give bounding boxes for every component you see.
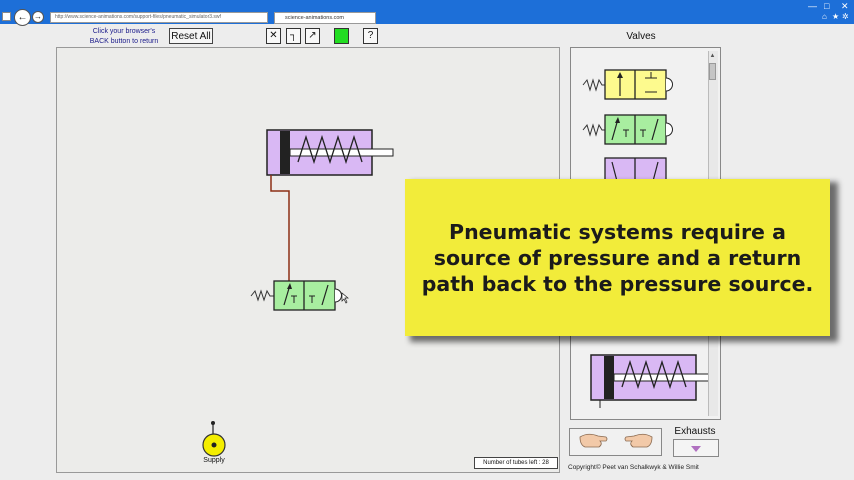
supply-label: Supply bbox=[203, 457, 225, 464]
tutorial-message: Pneumatic systems require a source of pr… bbox=[421, 219, 814, 296]
close-icon[interactable]: ✕ bbox=[841, 1, 849, 11]
back-hint-line2: BACK button to return bbox=[89, 38, 159, 45]
arrow-left-icon: ← bbox=[17, 12, 28, 23]
actuator-panel bbox=[569, 428, 662, 456]
tube-tool-button[interactable]: ┐ bbox=[286, 28, 301, 44]
minimize-icon[interactable]: — bbox=[808, 1, 817, 11]
scroll-thumb[interactable] bbox=[709, 63, 716, 80]
pen-tool-button[interactable]: ↗ bbox=[305, 28, 320, 44]
address-bar[interactable]: http://www.science-animations.com/suppor… bbox=[50, 12, 268, 23]
maximize-icon[interactable]: □ bbox=[824, 1, 830, 11]
tutorial-callout: Pneumatic systems require a source of pr… bbox=[405, 179, 830, 336]
page-icon bbox=[2, 12, 11, 21]
back-hint-line1: Click your browser's bbox=[92, 28, 156, 35]
exhausts-label: Exhausts bbox=[674, 426, 716, 437]
forward-button[interactable]: → bbox=[32, 11, 44, 23]
back-hint: Click your browser's BACK button to retu… bbox=[84, 27, 164, 47]
valves-title: Valves bbox=[626, 31, 656, 42]
tubes-left-counter: Number of tubes left : 28 bbox=[474, 457, 558, 469]
help-tool-button[interactable]: ? bbox=[363, 28, 378, 44]
arrow-right-icon: → bbox=[34, 12, 42, 21]
browser-tab[interactable]: science-animations.com bbox=[274, 12, 376, 24]
scroll-up-arrow-icon[interactable]: ▲ bbox=[709, 53, 716, 59]
copyright-text: Copyright© Peet van Schalkwyk & Willie S… bbox=[568, 464, 699, 471]
favorites-star-icon[interactable]: ★ bbox=[832, 12, 840, 21]
delete-tool-button[interactable]: ✕ bbox=[266, 28, 281, 44]
settings-gear-icon[interactable]: ✲ bbox=[842, 12, 849, 21]
home-icon[interactable]: ⌂ bbox=[822, 12, 827, 21]
exhaust-button[interactable] bbox=[673, 439, 719, 457]
back-button[interactable]: ← bbox=[14, 9, 31, 26]
run-tool-button[interactable] bbox=[334, 28, 349, 44]
reset-all-button[interactable]: Reset All bbox=[169, 28, 213, 44]
